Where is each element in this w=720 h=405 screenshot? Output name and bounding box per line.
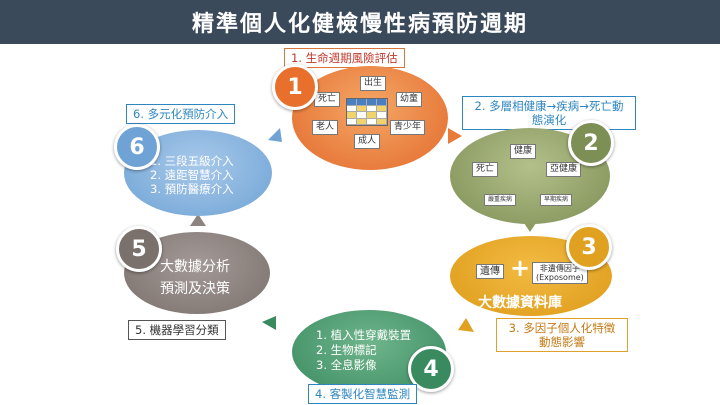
big-data-db-label: 大數據資料庫	[478, 295, 562, 311]
stage-3-badge: 3	[566, 224, 612, 270]
node-severe-disease: 嚴重疾病	[484, 194, 517, 206]
page-title: 精準個人化健檢慢性病預防週期	[0, 0, 720, 44]
stage-4-item-3: 3. 全息影像	[316, 358, 377, 372]
stage-1-badge: 1	[272, 64, 318, 110]
stage-5-line-1: 大數據分析	[160, 259, 230, 275]
exposome-label: (Exposome)	[536, 273, 584, 282]
stage-6-item-2: 2. 遠距智慧介入	[150, 168, 234, 182]
stage-6-item-3: 3. 預防醫療介入	[150, 182, 234, 196]
stage-2-label: 2. 多層相健康→疾病→死亡動態演化	[462, 96, 636, 130]
stage-4-label: 4. 客製化智慧監測	[308, 384, 418, 404]
node-birth: 出生	[360, 76, 387, 91]
node-health: 健康	[510, 144, 537, 159]
genetic-box: 遺傳	[476, 264, 504, 279]
arrow-3-to-4	[458, 318, 474, 332]
stage-1-label: 1. 生命週期風險評估	[284, 48, 405, 68]
stage-4-item-2: 2. 生物標記	[316, 343, 377, 357]
arrow-4-to-5	[262, 316, 276, 330]
node-early-disease: 早期疾病	[540, 194, 573, 206]
node-teen: 青少年	[390, 120, 426, 135]
node-adult: 成人	[354, 134, 381, 149]
arrow-1-to-2	[448, 128, 462, 144]
stage-5-label: 5. 機器學習分類	[128, 320, 226, 340]
stage-6-item-1: 1. 三段五級介入	[150, 154, 234, 168]
node-elder: 老人	[312, 120, 339, 135]
stage-3-label: 3. 多因子個人化特徵動態影響	[496, 318, 628, 352]
arrow-6-to-1	[268, 128, 282, 142]
data-table-icon	[346, 98, 388, 126]
node-death-2: 死亡	[472, 162, 499, 177]
node-infant: 幼童	[396, 92, 423, 107]
stage-4-item-1: 1. 植入性穿戴裝置	[316, 328, 412, 342]
stage-5-line-2: 預測及決策	[160, 281, 230, 297]
node-death: 死亡	[314, 92, 341, 107]
nongenetic-label: 非遺傳因子	[539, 264, 580, 273]
plus-icon: +	[510, 254, 531, 282]
stage-5-badge: 5	[116, 226, 162, 272]
nongenetic-box: 非遺傳因子 (Exposome)	[532, 262, 588, 284]
arrow-5-to-6	[190, 214, 206, 226]
stage-6-badge: 6	[114, 124, 160, 170]
node-subhealth: 亞健康	[546, 162, 582, 177]
stage-6-label: 6. 多元化預防介入	[126, 104, 236, 124]
stage-2-badge: 2	[568, 120, 614, 166]
